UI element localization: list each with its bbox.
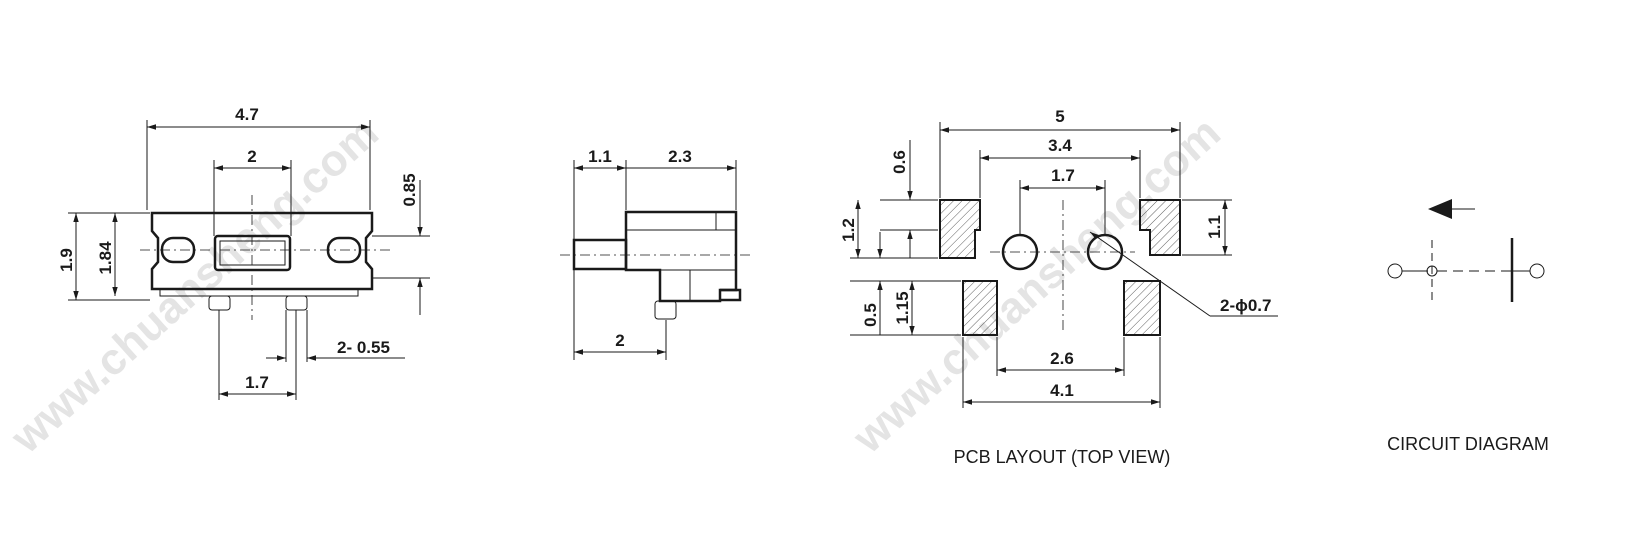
watermark-left: www.chuansheng.com xyxy=(1,108,388,463)
arrow-icon xyxy=(1428,199,1452,219)
dim-3-4: 3.4 xyxy=(1048,136,1072,155)
dim-2: 2 xyxy=(247,147,256,166)
pcb-layout: 5 3.4 1.7 0.6 1.2 0.5 1.15 1.1 2-ϕ0 xyxy=(839,107,1278,467)
dim-hole-dia: 2-ϕ0.7 xyxy=(1220,296,1272,315)
dim-1-7: 1.7 xyxy=(245,373,269,392)
side-pin xyxy=(654,300,677,320)
front-view: 4.7 2 1.9 1.84 0.85 1.7 2- 0.55 xyxy=(57,105,430,400)
dim-0-85: 0.85 xyxy=(400,173,419,206)
dim-side-2: 2 xyxy=(615,331,624,350)
dim-1-15: 1.15 xyxy=(893,291,912,324)
dim-1-84: 1.84 xyxy=(96,241,115,275)
dim-pin-0-55: 2- 0.55 xyxy=(337,338,390,357)
pad-bottom-right xyxy=(1123,280,1161,336)
circuit-diagram: CIRCUIT DIAGRAM xyxy=(1387,199,1549,454)
pin-right xyxy=(285,295,308,311)
circuit-caption: CIRCUIT DIAGRAM xyxy=(1387,434,1549,454)
dim-0-5: 0.5 xyxy=(861,303,880,327)
dim-1-7-pcb: 1.7 xyxy=(1051,166,1075,185)
hole-right xyxy=(1086,233,1124,271)
pad-top-right xyxy=(1139,199,1181,256)
actuator-window xyxy=(213,234,292,272)
plunger xyxy=(572,238,628,271)
dim-0-6: 0.6 xyxy=(890,150,909,174)
dim-4-7: 4.7 xyxy=(235,105,259,124)
dim-1-9: 1.9 xyxy=(57,248,76,272)
watermark-group: www.chuansheng.com www.chuansheng.com xyxy=(1,108,1230,463)
dim-4-1: 4.1 xyxy=(1050,381,1074,400)
side-body xyxy=(624,210,738,303)
pad-bottom-left xyxy=(962,280,998,336)
pad-top-left xyxy=(939,199,981,259)
side-view: 1.1 2.3 2 xyxy=(560,147,750,360)
front-body-outline xyxy=(150,211,374,291)
dim-2-3: 2.3 xyxy=(668,147,692,166)
dim-1-1: 1.1 xyxy=(588,147,612,166)
pcb-caption: PCB LAYOUT (TOP VIEW) xyxy=(954,447,1171,467)
dim-2-6: 2.6 xyxy=(1050,349,1074,368)
dim-5: 5 xyxy=(1055,107,1064,126)
dim-1-1-pcb: 1.1 xyxy=(1205,215,1224,239)
dim-1-2: 1.2 xyxy=(839,218,858,242)
